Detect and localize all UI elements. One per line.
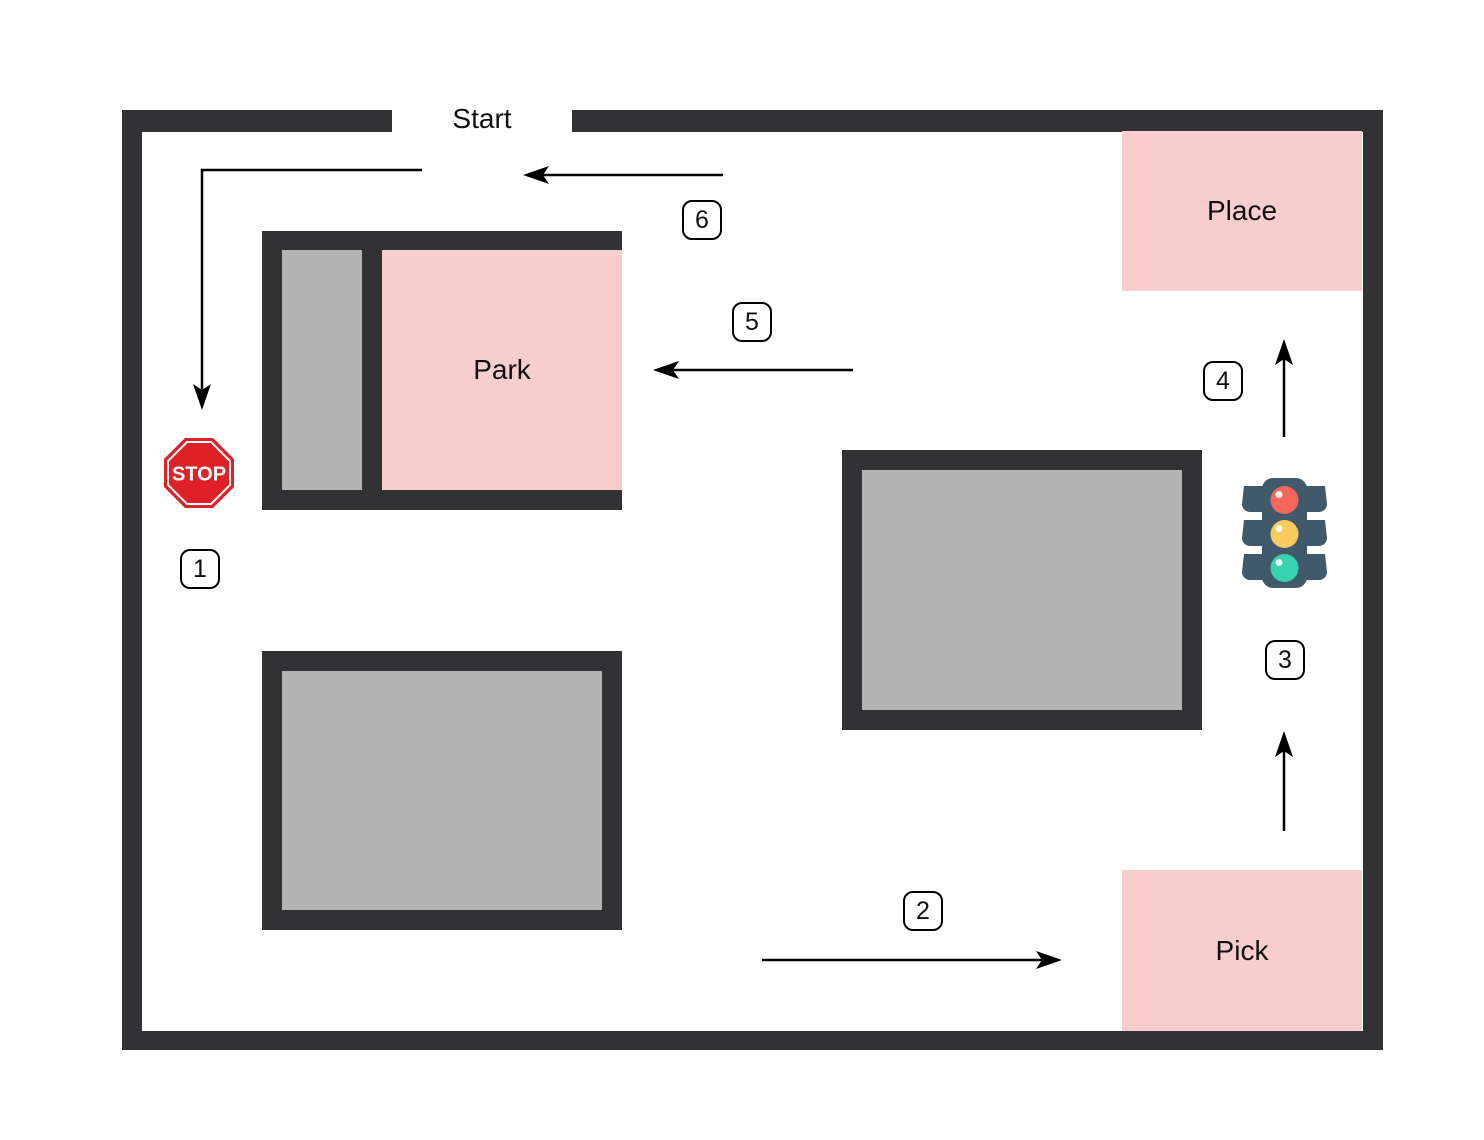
pick-zone: Pick: [1122, 870, 1362, 1031]
park-wall-divider: [362, 250, 382, 490]
route-arrow-step-5: [653, 361, 853, 379]
traffic-light-icon: [1242, 478, 1327, 588]
park-wall-top: [262, 231, 622, 250]
traffic-light-green-lamp: [1270, 554, 1299, 582]
step-badge-2: 2: [903, 891, 943, 931]
outer-wall-left: [122, 110, 142, 1050]
outer-wall-top-right: [572, 110, 1383, 132]
outer-wall-top-left: [122, 110, 392, 132]
route-arrow-step-3: [1275, 731, 1293, 831]
step-badge-4: 4: [1203, 361, 1243, 401]
route-arrow-step-2: [762, 951, 1062, 969]
step-badge-5: 5: [732, 302, 772, 342]
start-label: Start: [452, 103, 512, 134]
route-arrow-step-4: [1275, 339, 1293, 437]
step-badge-3: 3: [1265, 640, 1305, 680]
pick-zone-label: Pick: [1215, 934, 1269, 966]
step-badge-6: 6: [682, 200, 722, 240]
outer-wall-bottom: [122, 1031, 1383, 1050]
park-wall-left: [262, 250, 282, 490]
traffic-light-red-lamp: [1270, 486, 1299, 514]
stop-sign-text: STOP: [172, 464, 226, 486]
route-arrow-step-6: [523, 166, 723, 184]
outer-wall-right: [1363, 110, 1383, 1050]
step-badge-1: 1: [180, 549, 220, 589]
park-zone: Park: [382, 250, 622, 490]
stop-sign-icon: STOP: [164, 438, 234, 508]
place-zone-label: Place: [1206, 195, 1278, 226]
place-zone: Place: [1122, 131, 1362, 291]
obstacle-block-bottom-left: [262, 651, 622, 930]
parked-car-slot: [282, 250, 362, 490]
obstacle-block-middle-right: [842, 450, 1202, 730]
park-wall-bottom: [262, 490, 622, 510]
traffic-light-yellow-lamp: [1270, 520, 1299, 548]
park-zone-label: Park: [473, 354, 531, 385]
